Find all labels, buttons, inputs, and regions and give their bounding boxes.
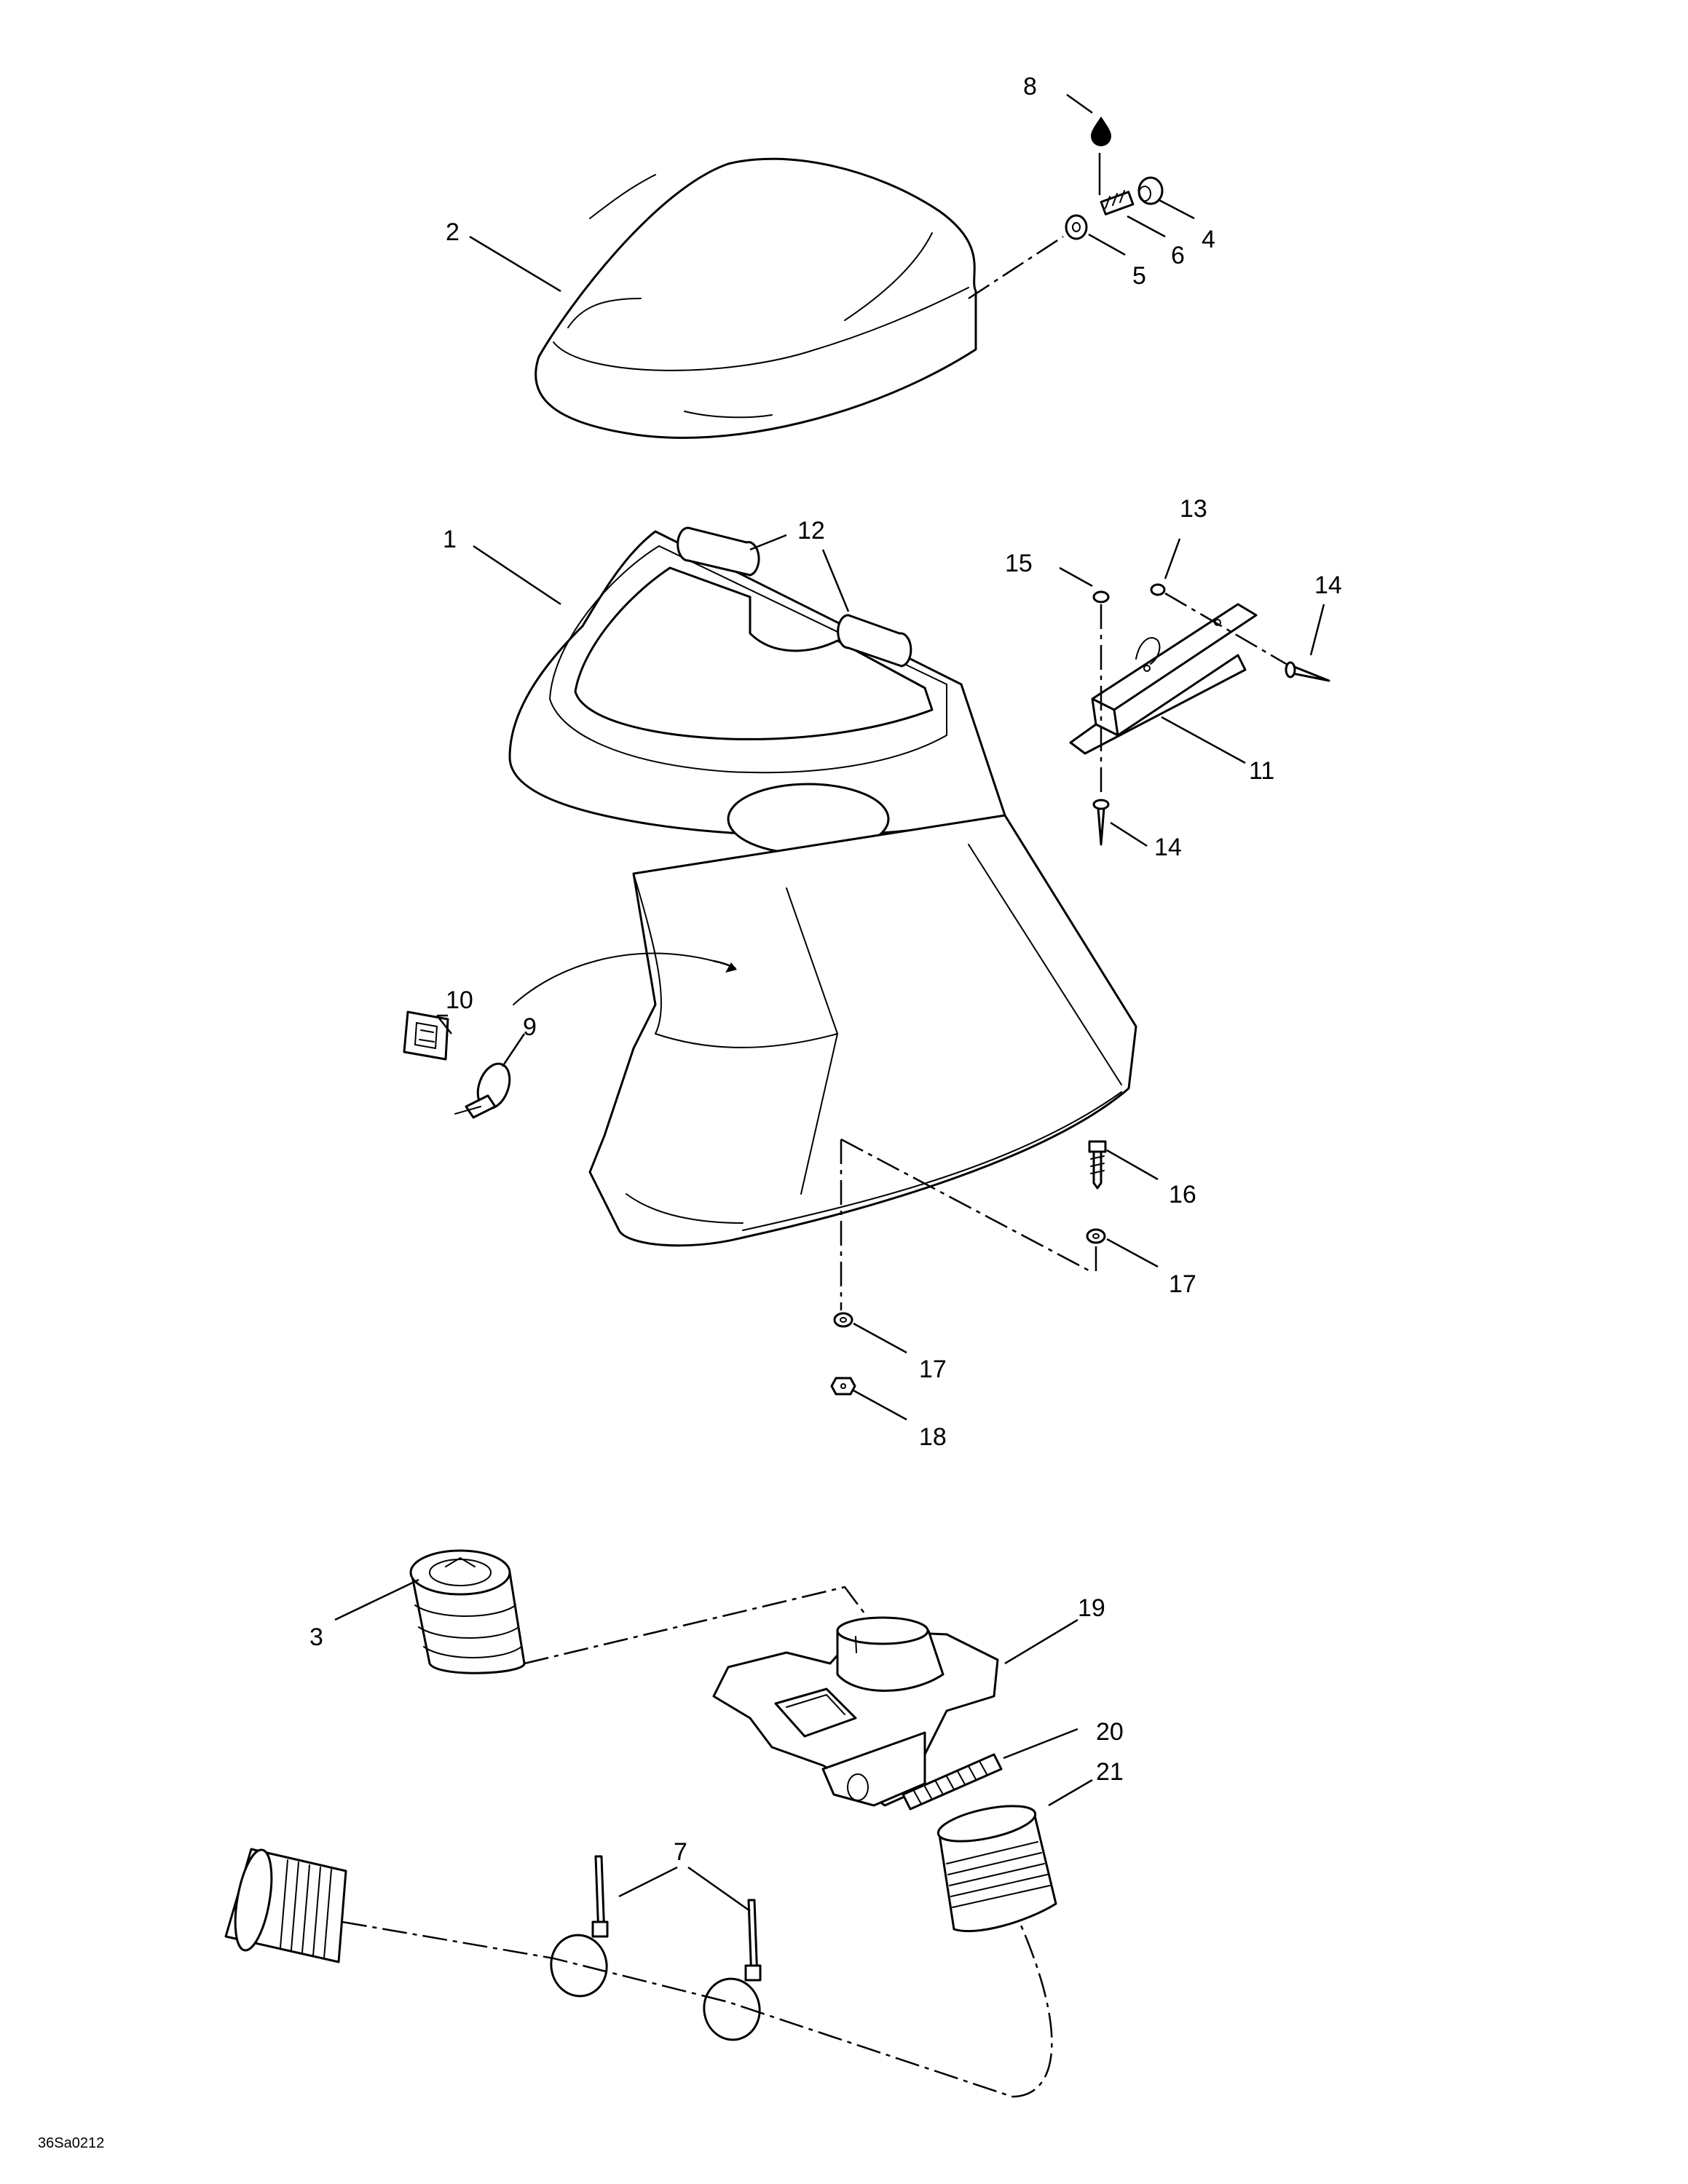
callout-19: 19: [1078, 1594, 1105, 1622]
part-20-coil: [902, 1753, 1003, 1811]
part-17-washer-b: [833, 1312, 853, 1328]
callout-1: 1: [443, 526, 457, 553]
part-8-sealant: [1091, 116, 1111, 146]
part-hose-corrugated: [224, 1848, 347, 1963]
part-5-washer: [1065, 214, 1088, 240]
part-17-washer-a: [1086, 1228, 1106, 1244]
part-3-silencer: [409, 1549, 526, 1674]
callout-17-bottom: 17: [919, 1356, 947, 1383]
callout-16: 16: [1169, 1181, 1196, 1208]
callout-2: 2: [446, 218, 460, 246]
part-16-screw: [1088, 1140, 1107, 1190]
part-13-washer: [1150, 583, 1166, 596]
leader-lines: [334, 93, 1325, 1912]
callout-9: 9: [523, 1013, 537, 1041]
callout-6: 6: [1171, 242, 1185, 269]
callout-14-upper: 14: [1314, 571, 1342, 599]
part-7-cable-tie-a: [550, 1855, 609, 1998]
part-9-clamp: [454, 1062, 511, 1119]
sealant-drop-icon: [1091, 116, 1111, 146]
callout-8: 8: [1023, 73, 1037, 100]
part-21-bellows: [936, 1805, 1057, 1933]
callout-18: 18: [919, 1423, 947, 1451]
callout-12: 12: [797, 517, 825, 545]
callout-3: 3: [309, 1623, 323, 1651]
callout-5: 5: [1132, 262, 1146, 290]
callout-labels: 8 2 4 6 5 1 12 13 15 14 11 14 10 9 16 17…: [309, 73, 1342, 1866]
figure-reference-code: 36Sa0212: [38, 2135, 104, 2151]
part-1-main-cowl: [508, 526, 1137, 1310]
part-18-nut: [830, 1377, 856, 1396]
part-6-screw: [1098, 153, 1135, 215]
part-14-rivet-a: [1285, 661, 1330, 682]
part-12-handle-grips: [677, 526, 912, 668]
callout-14-lower: 14: [1154, 834, 1182, 861]
callout-4: 4: [1202, 226, 1215, 253]
callout-13: 13: [1180, 495, 1207, 523]
callout-7: 7: [674, 1838, 687, 1866]
part-11-bracket: [1069, 603, 1258, 755]
callout-10: 10: [446, 986, 473, 1014]
callout-20: 20: [1096, 1718, 1124, 1746]
part-4-nut: [1137, 176, 1164, 205]
part-15-washer: [1092, 590, 1110, 604]
part-10-cable-tie-mount: [403, 1010, 449, 1061]
callout-17-right: 17: [1169, 1270, 1196, 1298]
callout-15: 15: [1005, 550, 1033, 577]
part-14-rivet-b: [1092, 799, 1110, 846]
part-7-cable-tie-b: [703, 1899, 762, 2041]
part-19-airbox: [712, 1616, 999, 1807]
callout-11: 11: [1249, 757, 1274, 785]
callout-21: 21: [1096, 1758, 1124, 1786]
part-2-top-cover: [535, 157, 977, 439]
